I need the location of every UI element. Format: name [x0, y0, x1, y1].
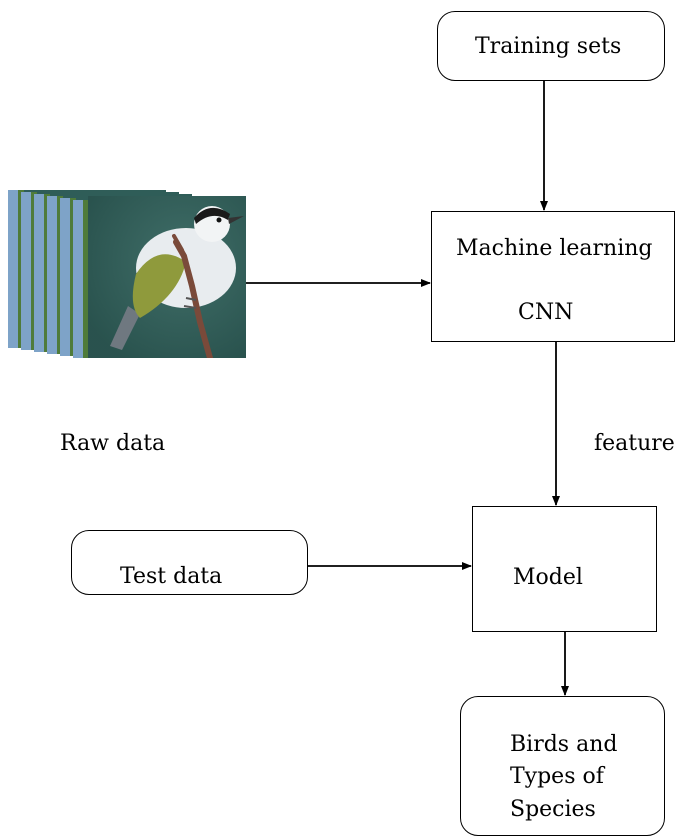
training-sets-node: Training sets: [437, 11, 665, 81]
training-sets-label: Training sets: [475, 34, 622, 59]
test-data-label: Test data: [120, 564, 223, 589]
raw-data-label: Raw data: [60, 431, 166, 456]
output-line-3: Species: [510, 797, 596, 822]
cnn-label: CNN: [518, 300, 574, 325]
feature-label: feature: [594, 431, 675, 456]
machine-learning-node: Machine learning CNN: [431, 211, 675, 342]
output-line-1: Birds and: [510, 732, 618, 757]
test-data-node: Test data: [71, 530, 308, 595]
model-label: Model: [513, 565, 583, 590]
output-species-node: Birds and Types of Species: [460, 696, 665, 836]
machine-learning-label: Machine learning: [456, 236, 653, 261]
output-line-2: Types of: [510, 764, 604, 789]
bird-photo: [88, 196, 246, 358]
raw-data-image-stack: [8, 190, 248, 370]
model-node: Model: [472, 506, 657, 632]
